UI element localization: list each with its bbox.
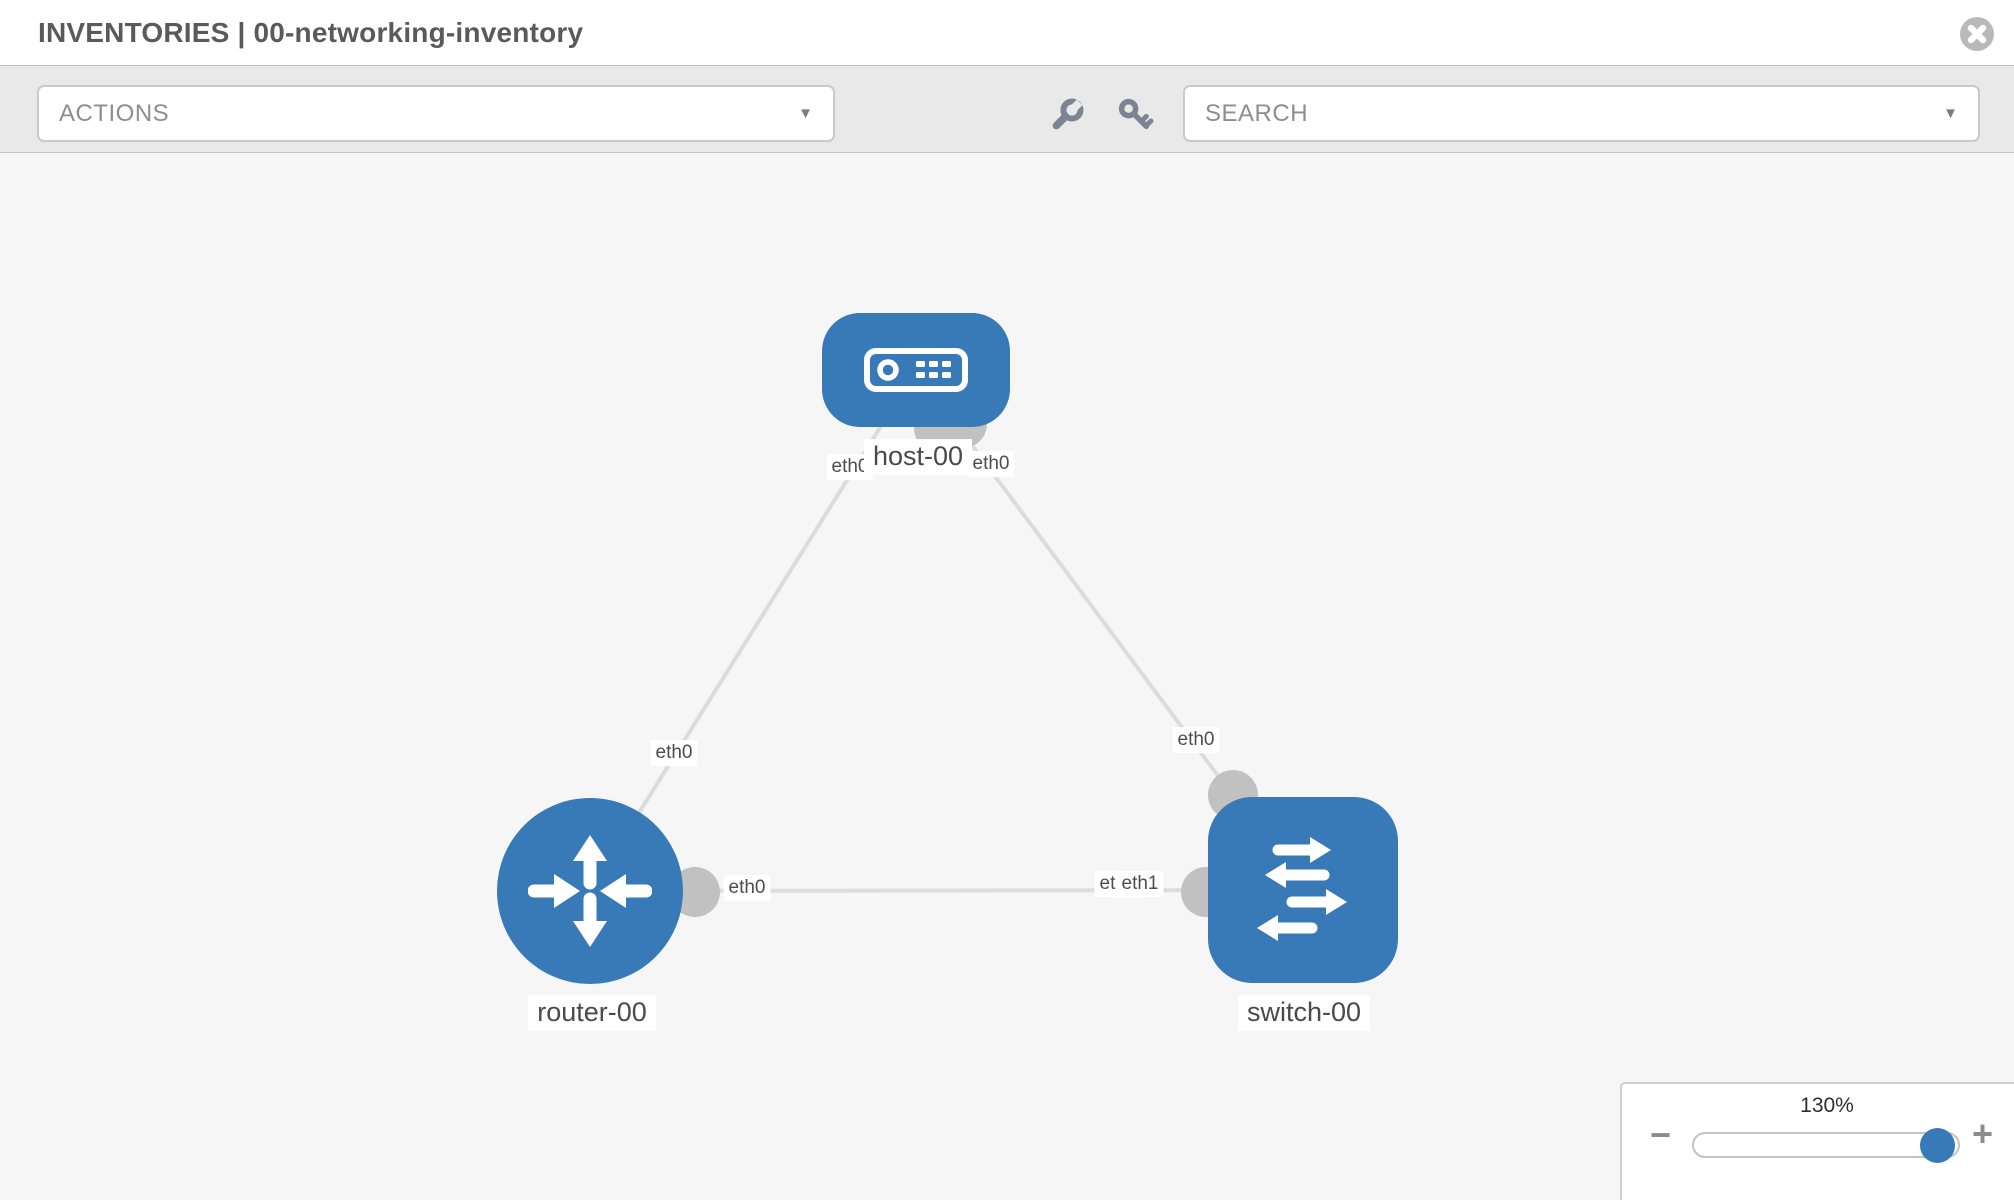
- zoom-slider-thumb[interactable]: [1920, 1128, 1955, 1163]
- close-icon: [1960, 17, 1994, 51]
- actions-dropdown-label: ACTIONS: [59, 99, 170, 127]
- zoom-in-button[interactable]: +: [1972, 1113, 1994, 1154]
- node-label-router: router-00: [528, 995, 656, 1031]
- credentials-button[interactable]: [1115, 95, 1155, 135]
- node-host-00[interactable]: [822, 313, 1010, 427]
- key-icon: [1118, 98, 1154, 130]
- port-circle-router: [670, 867, 720, 917]
- interface-label: eth0: [1172, 727, 1220, 753]
- search-dropdown[interactable]: SEARCH ▼: [1183, 85, 1980, 142]
- wrench-icon: [1052, 98, 1084, 130]
- host-icon: [864, 348, 968, 392]
- node-switch-00[interactable]: [1208, 797, 1398, 983]
- chevron-down-icon: ▼: [1943, 104, 1958, 122]
- page-title: INVENTORIES | 00-networking-inventory: [38, 17, 584, 48]
- interface-label: eth0: [723, 875, 771, 901]
- header-bar: INVENTORIES | 00-networking-inventory: [0, 0, 2014, 66]
- actions-dropdown[interactable]: ACTIONS ▼: [37, 85, 835, 142]
- zoom-control-panel: 130% − +: [1620, 1082, 2014, 1200]
- interface-label: eth1: [1116, 871, 1164, 897]
- router-icon: [528, 835, 652, 947]
- switch-icon: [1257, 837, 1347, 941]
- close-button[interactable]: [1958, 15, 1996, 53]
- interface-label: eth0: [650, 740, 698, 766]
- toolbar: ACTIONS ▼ SEARC: [0, 66, 2014, 153]
- node-router-00[interactable]: [497, 798, 683, 984]
- node-label-switch: switch-00: [1237, 995, 1371, 1031]
- chevron-down-icon: ▼: [798, 104, 813, 122]
- topology-canvas[interactable]: eth0 eth0 eth0 eth0 eth1 eth1 eth0 host-…: [0, 153, 2014, 1200]
- zoom-out-button[interactable]: −: [1650, 1114, 1672, 1155]
- links-layer: [588, 368, 1305, 917]
- configure-button[interactable]: [1047, 95, 1087, 135]
- node-label-host: host-00: [863, 439, 973, 475]
- zoom-slider-track[interactable]: [1692, 1128, 1960, 1163]
- search-dropdown-label: SEARCH: [1205, 99, 1309, 127]
- interface-label: eth0: [967, 451, 1015, 477]
- zoom-level-value: 130%: [1800, 1094, 1854, 1117]
